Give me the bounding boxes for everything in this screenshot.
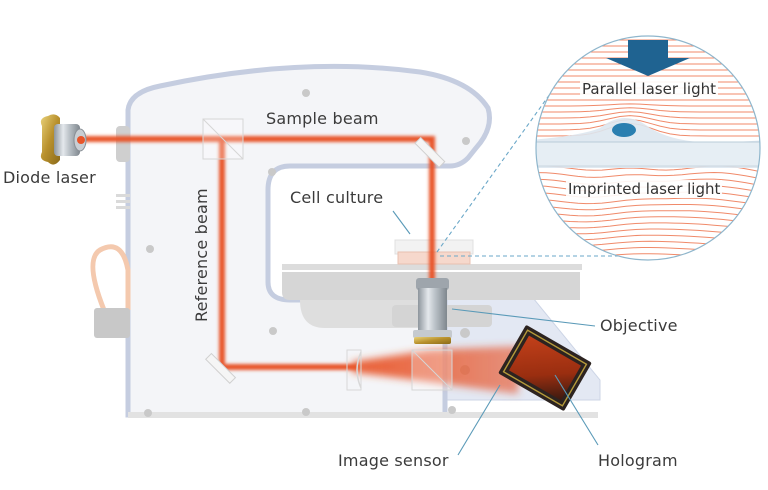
laser-beams — [72, 136, 436, 370]
hologram-surface — [509, 335, 581, 401]
label-reference-beam: Reference beam — [192, 188, 211, 322]
imprinted-light-line — [536, 171, 760, 181]
cable-loop — [90, 244, 131, 311]
leader-lines — [392, 210, 599, 456]
leader-image-sensor — [457, 384, 501, 456]
objective-lens — [413, 278, 452, 344]
imprinted-light-line — [536, 197, 760, 206]
inset-label-parallel: Parallel laser light — [580, 80, 719, 98]
parallel-light-line — [536, 107, 760, 113]
inset-magnification — [535, 35, 761, 261]
label-diode-laser: Diode laser — [3, 168, 96, 187]
imprinted-light-line — [536, 204, 760, 212]
image-sensor — [498, 325, 592, 411]
imprinted-light-line — [536, 210, 760, 218]
label-cell-culture: Cell culture — [290, 188, 384, 207]
side-connector — [116, 194, 130, 209]
mirror-bottom-left — [205, 352, 237, 384]
label-image-sensor: Image sensor — [338, 451, 449, 470]
lens-concave — [346, 349, 362, 391]
inset-label-imprinted: Imprinted laser light — [566, 180, 723, 198]
mirror-top-right — [414, 136, 446, 168]
leader-objective — [451, 308, 596, 327]
leader-cell-culture — [392, 210, 411, 235]
label-objective: Objective — [600, 316, 678, 335]
label-hologram: Hologram — [598, 451, 678, 470]
parallel-light-line — [536, 103, 760, 107]
beam-splitter-top — [202, 118, 244, 160]
down-arrow-icon — [606, 40, 690, 76]
parallel-light-line — [536, 118, 760, 131]
cable-plug — [94, 308, 130, 338]
diode-laser — [40, 114, 87, 165]
zoom-guides — [436, 79, 640, 257]
beam-splitter-bottom — [411, 349, 453, 391]
cell-nucleus — [612, 123, 636, 137]
leader-hologram — [554, 374, 599, 446]
laser-port — [116, 126, 130, 162]
housing-base — [128, 412, 598, 418]
combined-beam — [352, 346, 520, 394]
parallel-light-line — [536, 115, 760, 125]
cell-layer — [536, 118, 760, 168]
parallel-light-line — [536, 111, 760, 119]
label-sample-beam: Sample beam — [266, 109, 379, 128]
